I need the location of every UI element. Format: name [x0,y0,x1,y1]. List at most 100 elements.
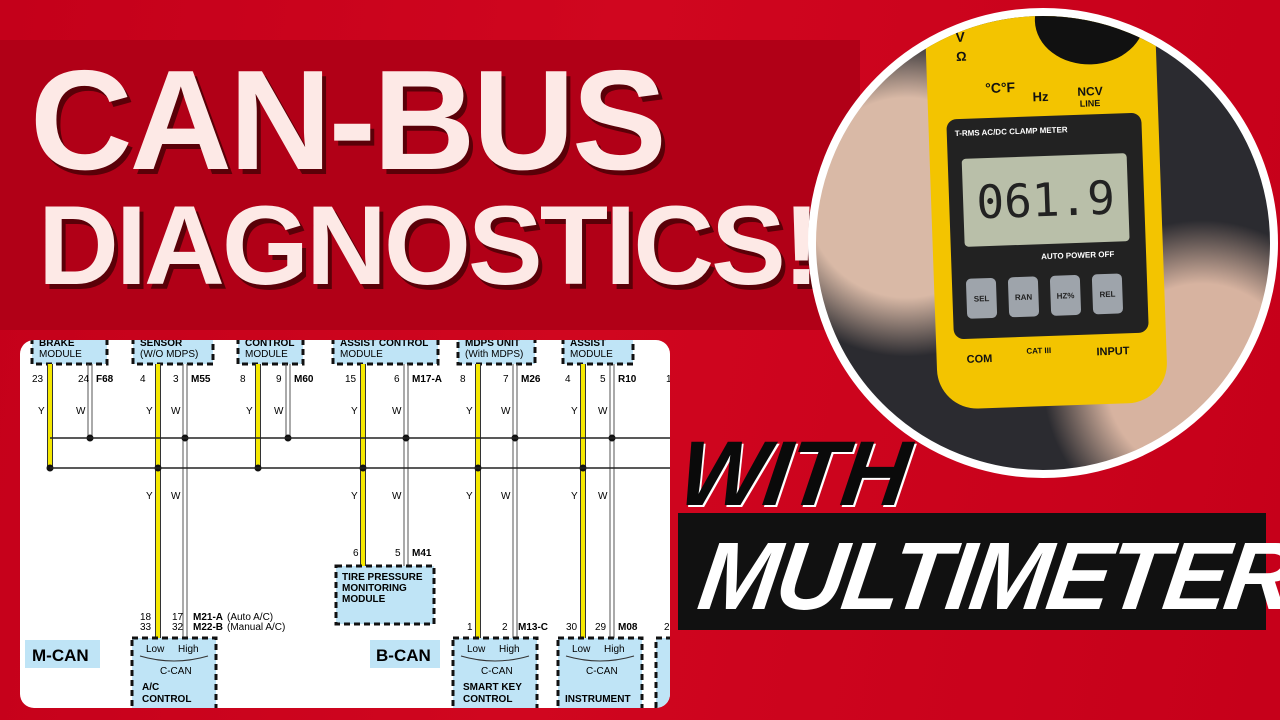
module-label: (W/O MDPS) [140,349,198,360]
multimeter-photo: V Ω °C°F Hz NCV LINE T-RMS AC/DC CLAMP M… [808,8,1278,478]
meter-label: Hz [1032,88,1049,105]
wire-color-w: W [501,491,511,502]
c-can-label: C-CAN [160,666,192,677]
pin-number: 4 [140,374,146,385]
wire-color-y: Y [246,406,253,417]
connector-id: M13-C [518,622,548,633]
module-box [456,340,537,366]
connector-id: M17-A [412,374,442,385]
high-label: High [604,644,625,655]
low-label: Low [572,644,591,655]
wire-color-y: Y [466,406,473,417]
pin-number: 1 [666,374,670,385]
rel-button[interactable]: REL [1091,273,1124,315]
module-label: MODULE [570,349,613,360]
pin-number: 32 [172,622,184,633]
meter-model: T-RMS AC/DC CLAMP METER [954,125,1068,139]
m-can-label: M-CAN [32,646,89,665]
headline-diagnostics: DIAGNOSTICS! [38,183,820,308]
connector-id: M60 [294,374,314,385]
wire-color-w: W [76,406,86,417]
ac-control-module [130,636,218,708]
connector-id: M08 [618,622,638,633]
high-label: High [178,644,199,655]
title-band [0,40,860,330]
low-label: Low [146,644,165,655]
smart-key-module [451,636,539,708]
pin-number: 1 [467,622,473,633]
high-label: High [499,644,520,655]
connector-note: (Auto A/C) [227,612,273,623]
headline-multimeter: MULTIMETER! [692,523,1280,630]
pin-number: 7 [503,374,509,385]
module-label: MDPS UNIT [465,340,520,349]
bracket [460,655,530,662]
wire-color-y: Y [466,491,473,502]
module-box [331,340,440,366]
pin-number: 29 [595,622,607,633]
meter-label: °C°F [984,79,1016,97]
sel-button[interactable]: SEL [965,277,998,319]
module-label: BRAKE [39,340,75,349]
tpms-module [334,564,436,626]
pin-number: 4 [565,374,571,385]
wire-color-w: W [392,491,402,502]
tpms-label: TIRE PRESSURE [342,572,423,583]
hz-button[interactable]: HZ% [1049,274,1082,316]
connector-id: F68 [96,374,114,385]
tpms-label: MONITORING [342,583,407,594]
module-label: MODULE [245,349,288,360]
pin-number: 3 [173,374,179,385]
headline-can-bus: CAN-BUS [30,41,667,200]
wire-color-y: Y [351,491,358,502]
ac-label: A/C [142,682,159,693]
wire-color-w: W [501,406,511,417]
wire-color-y: Y [146,491,153,502]
wire-color-w: W [274,406,284,417]
connector-note: (Manual A/C) [227,622,285,633]
module-label: (With MDPS) [465,349,523,360]
connector-id: R10 [618,374,637,385]
pin-number: 5 [395,548,401,559]
connector-id: M21-A [193,612,223,623]
module-box [561,340,635,366]
connector-id: M41 [412,548,432,559]
pin-number: 30 [566,622,578,633]
ran-button[interactable]: RAN [1007,276,1040,318]
module-label: MODULE [39,349,82,360]
ac-label: CONTROL [142,694,191,705]
pin-number: 8 [240,374,246,385]
dial-knob [1033,16,1147,67]
bracket [139,655,209,662]
wire-color-y: Y [146,406,153,417]
pin-number: 2 [664,622,670,633]
tpms-label: MODULE [342,594,386,605]
module-box [236,340,305,366]
meter-label: LINE [1079,98,1101,109]
pin-number: 5 [600,374,606,385]
bracket [565,655,635,662]
smart-key-label: SMART KEY [463,682,522,693]
wire-color-w: W [392,406,402,417]
cat-label: CAT III [1026,345,1052,356]
partial-module [654,636,670,708]
pin-number: 8 [460,374,466,385]
input-label: INPUT [1096,345,1130,359]
connector-id: M22-B [193,622,223,633]
pin-number: 9 [276,374,282,385]
wire-color-w: W [171,406,181,417]
m-can-tag [25,640,100,668]
pin-number: 33 [140,622,152,633]
module-label: CONTROL [245,340,294,349]
module-box [30,340,109,366]
c-can-label: C-CAN [586,666,618,677]
wire-color-w: W [598,406,608,417]
module-label: MODULE [340,349,383,360]
instrument-module [556,636,644,708]
meter-face: T-RMS AC/DC CLAMP METER 061.9 AUTO POWER… [946,112,1149,340]
module-label: ASSIST [570,340,606,349]
wire-color-w: W [598,491,608,502]
wire-color-y: Y [571,491,578,502]
connector-id: M26 [521,374,541,385]
